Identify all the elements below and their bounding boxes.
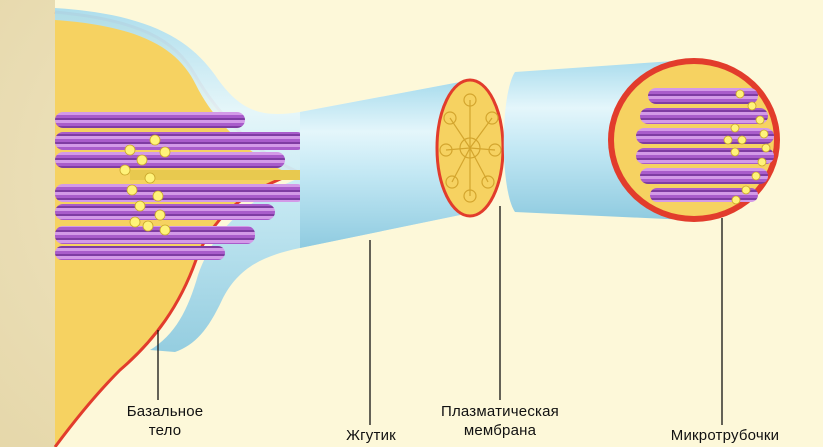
label-microtubules-text: Микротрубочки: [650, 426, 800, 445]
label-basal-body-line-2: тело: [120, 421, 210, 440]
label-plasma-membrane-line-2: мембрана: [420, 421, 580, 440]
flagellum-middle-tube: [300, 82, 460, 248]
label-basal-body: Базальное тело: [120, 402, 210, 440]
label-flagellum: Жгутик: [326, 426, 416, 445]
label-plasma-membrane-line-1: Плазматическая: [420, 402, 580, 421]
label-microtubules: Микротрубочки: [650, 426, 800, 445]
label-flagellum-text: Жгутик: [326, 426, 416, 445]
label-basal-body-line-1: Базальное: [120, 402, 210, 421]
label-plasma-membrane: Плазматическая мембрана: [420, 402, 580, 440]
